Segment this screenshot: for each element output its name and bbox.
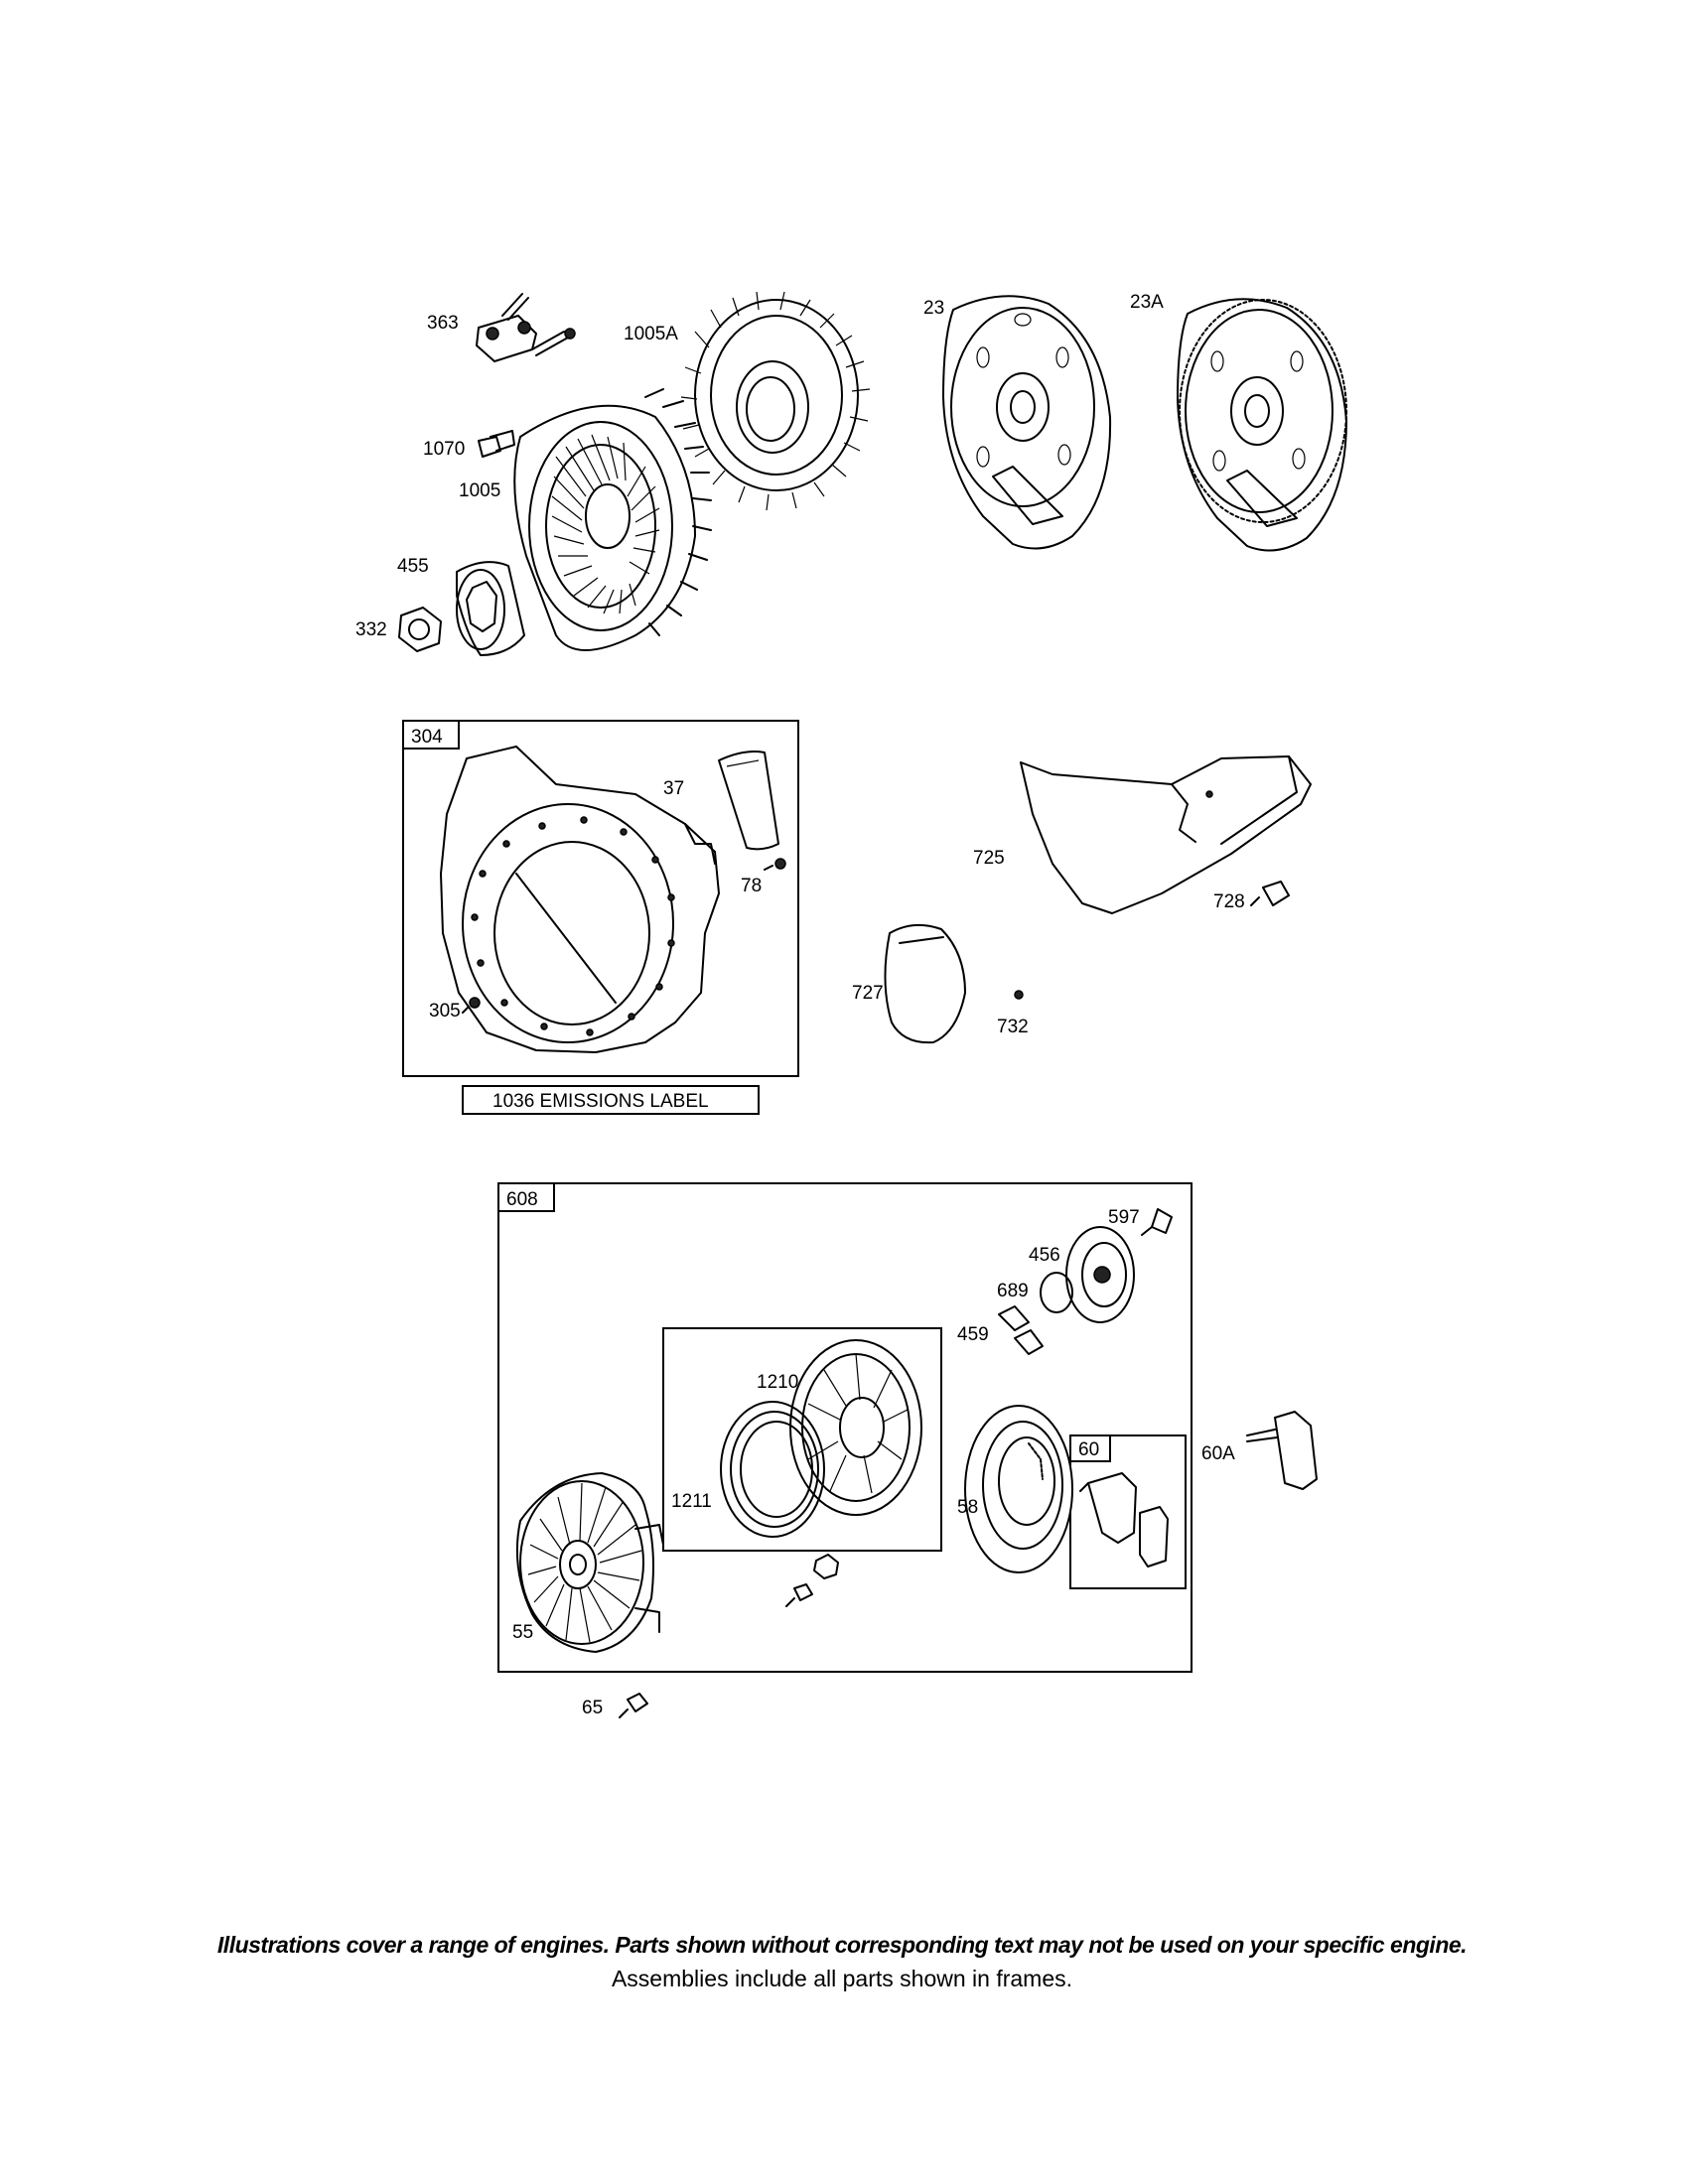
- part-pulley-fasteners[interactable]: [785, 1554, 839, 1607]
- label-78: 78: [741, 876, 762, 896]
- part-1005-fan[interactable]: [513, 388, 712, 651]
- part-58-rope-pulley[interactable]: [964, 1405, 1073, 1573]
- label-60A: 60A: [1201, 1443, 1235, 1464]
- label-23: 23: [923, 298, 944, 319]
- label-23A: 23A: [1130, 292, 1164, 313]
- part-455-cup[interactable]: [456, 561, 525, 656]
- part-37-plate[interactable]: [718, 751, 779, 851]
- part-732-screw[interactable]: [1014, 990, 1024, 1000]
- part-1070-bolt[interactable]: [478, 430, 515, 458]
- label-37: 37: [663, 778, 684, 799]
- part-727-cover[interactable]: [884, 923, 966, 1044]
- part-597-screw[interactable]: [1141, 1208, 1173, 1236]
- part-60A-handle[interactable]: [1246, 1411, 1318, 1490]
- label-1005A: 1005A: [624, 324, 678, 344]
- label-1211: 1211: [671, 1491, 712, 1512]
- frame-304: [402, 720, 799, 1077]
- frame-608: [497, 1182, 1193, 1673]
- label-332: 332: [355, 619, 387, 640]
- part-728-bolt[interactable]: [1250, 881, 1290, 906]
- label-304: 304: [411, 727, 443, 748]
- label-456: 456: [1029, 1245, 1060, 1266]
- part-363-bracket[interactable]: [476, 293, 576, 362]
- label-55: 55: [512, 1622, 533, 1643]
- part-65-screw[interactable]: [619, 1693, 648, 1718]
- part-55-starter-housing[interactable]: [515, 1472, 664, 1653]
- label-58: 58: [957, 1497, 978, 1518]
- part-23A-flywheel[interactable]: [1177, 298, 1347, 552]
- label-727: 727: [852, 983, 884, 1004]
- assemblies-note: Assemblies include all parts shown in fr…: [611, 1966, 1073, 1991]
- label-732: 732: [997, 1017, 1029, 1037]
- part-689-spring[interactable]: [1040, 1272, 1073, 1313]
- label-1005: 1005: [459, 480, 500, 501]
- part-459-pawl[interactable]: [998, 1305, 1044, 1355]
- part-23-flywheel[interactable]: [942, 295, 1112, 550]
- label-emissions: 1036 EMISSIONS LABEL: [492, 1091, 709, 1112]
- part-1211-spring[interactable]: [720, 1401, 825, 1538]
- label-608: 608: [506, 1189, 538, 1210]
- part-725-shroud[interactable]: [1020, 755, 1312, 914]
- label-459: 459: [957, 1324, 989, 1345]
- label-728: 728: [1213, 891, 1245, 912]
- part-blower-housing[interactable]: [440, 746, 720, 1053]
- label-1210: 1210: [757, 1372, 798, 1393]
- label-65: 65: [582, 1698, 603, 1718]
- part-332-nut[interactable]: [398, 607, 442, 652]
- label-363: 363: [427, 313, 459, 334]
- part-60-handle-kit[interactable]: [1079, 1472, 1169, 1568]
- emissions-label-box: [462, 1085, 760, 1115]
- frame-304-tab: [402, 720, 460, 750]
- disclaimer-note: Illustrations cover a range of engines. …: [216, 1932, 1468, 1958]
- frame-60-tab: [1069, 1434, 1111, 1462]
- part-78-screw[interactable]: [764, 858, 786, 871]
- frame-608-tab: [497, 1182, 555, 1212]
- label-305: 305: [429, 1001, 461, 1022]
- label-689: 689: [997, 1281, 1029, 1301]
- part-1005A-fan[interactable]: [680, 291, 871, 511]
- label-1070: 1070: [423, 439, 465, 460]
- label-597: 597: [1108, 1207, 1140, 1228]
- part-456-plate[interactable]: [1065, 1226, 1135, 1323]
- label-725: 725: [973, 848, 1005, 869]
- label-60: 60: [1078, 1439, 1099, 1460]
- frame-1210-1211: [662, 1327, 942, 1552]
- part-305-screw[interactable]: [462, 997, 481, 1014]
- label-455: 455: [397, 556, 429, 577]
